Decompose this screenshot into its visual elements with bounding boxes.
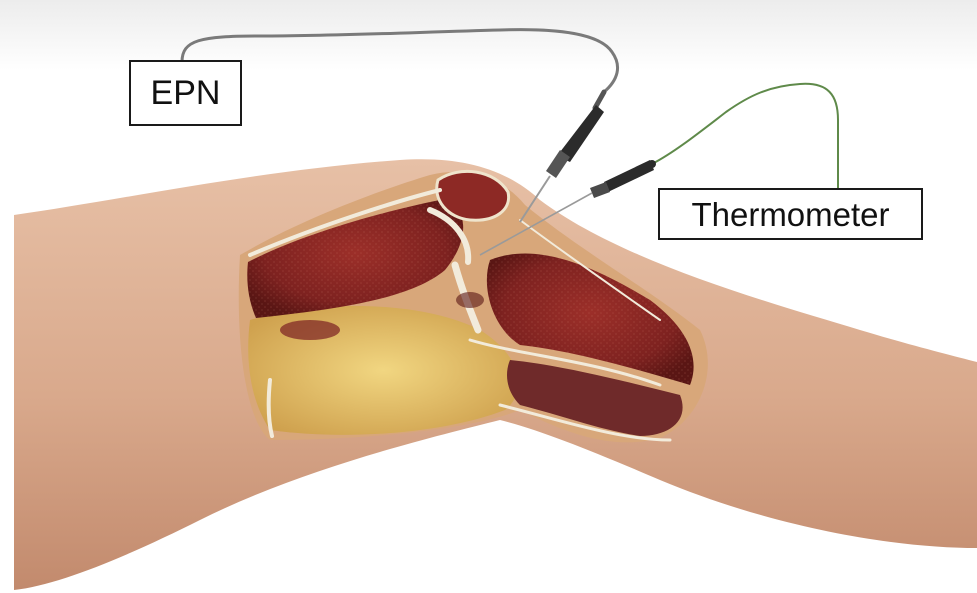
thermometer-cable xyxy=(652,84,838,188)
epn-label-text: EPN xyxy=(151,76,221,110)
thermometer-label-text: Thermometer xyxy=(691,198,889,231)
epn-label: EPN xyxy=(129,60,242,126)
joint-shadow xyxy=(280,320,340,340)
joint-shadow-2 xyxy=(456,292,484,308)
thermometer-label: Thermometer xyxy=(658,188,923,240)
needle-electrode-icon xyxy=(520,92,604,222)
